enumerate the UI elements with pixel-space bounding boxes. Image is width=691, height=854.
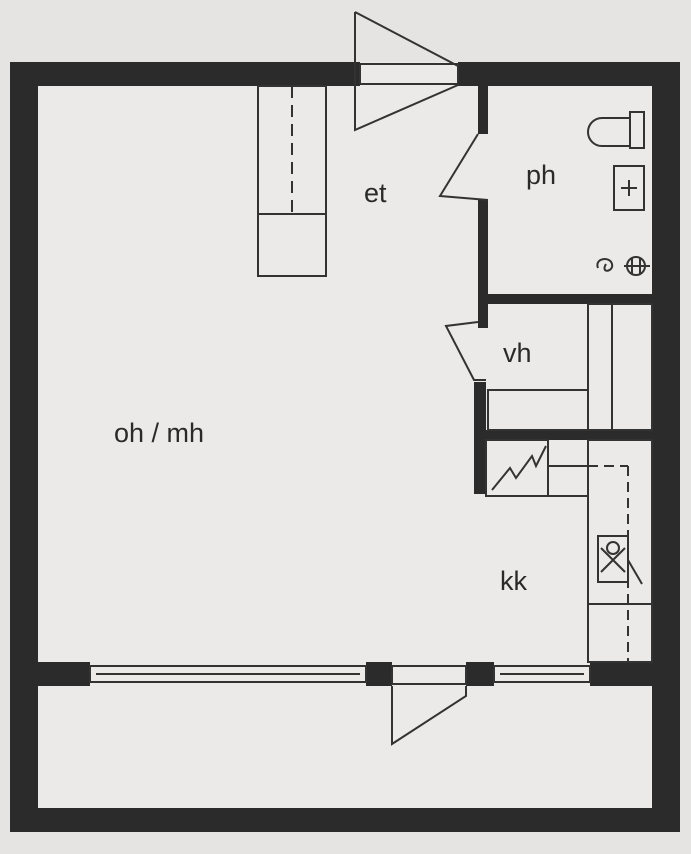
fridge-symbol xyxy=(491,445,547,491)
wall-balcony-mid-right xyxy=(466,662,494,686)
wall-balcony-mid-left xyxy=(366,662,392,686)
interior-walls xyxy=(10,86,680,686)
wall-right xyxy=(652,62,680,832)
wall-bath-west-lower xyxy=(478,200,488,310)
room-label-entry: et xyxy=(364,178,387,208)
wardrobe xyxy=(257,85,327,277)
wall-balcony-left xyxy=(10,662,90,686)
floor-area xyxy=(10,62,680,832)
wall-top-left xyxy=(10,62,360,86)
toilet-icon xyxy=(587,111,645,149)
balcony-door-threshold xyxy=(391,665,467,685)
bathroom-door-swing xyxy=(438,133,489,201)
kitchen-counter xyxy=(587,439,653,663)
stove-icon xyxy=(597,535,643,585)
shower-icon xyxy=(596,256,650,276)
wall-bath-south xyxy=(478,294,656,304)
closet-door-swing xyxy=(444,321,486,381)
kitchen-fixtures xyxy=(485,439,653,663)
wall-closet-west-upper xyxy=(478,304,488,328)
entrance-door-swing xyxy=(354,11,459,132)
wall-top-right xyxy=(458,62,680,86)
room-label-kitchen: kk xyxy=(500,566,528,596)
room-labels: et ph vh oh / mh kk xyxy=(114,160,556,596)
balcony-openings xyxy=(89,665,591,746)
wall-bottom xyxy=(10,808,680,832)
outer-walls xyxy=(10,62,680,832)
window-right xyxy=(493,665,591,683)
wall-bath-west-upper xyxy=(478,86,488,134)
room-label-bathroom: ph xyxy=(526,160,556,190)
wall-balcony-right xyxy=(590,662,680,686)
closet-fixtures xyxy=(444,303,653,431)
balcony-door-swing xyxy=(391,686,467,746)
wall-closet-south xyxy=(474,430,654,440)
wall-left xyxy=(10,62,38,832)
sink-icon xyxy=(613,165,645,211)
bathroom-fixtures xyxy=(587,111,650,276)
window-left xyxy=(89,665,367,683)
room-label-living-bedroom: oh / mh xyxy=(114,418,204,448)
entrance-threshold xyxy=(359,63,459,85)
closet-cabinet-right xyxy=(611,303,653,431)
entrance-door xyxy=(354,11,459,132)
room-label-closet: vh xyxy=(503,338,532,368)
